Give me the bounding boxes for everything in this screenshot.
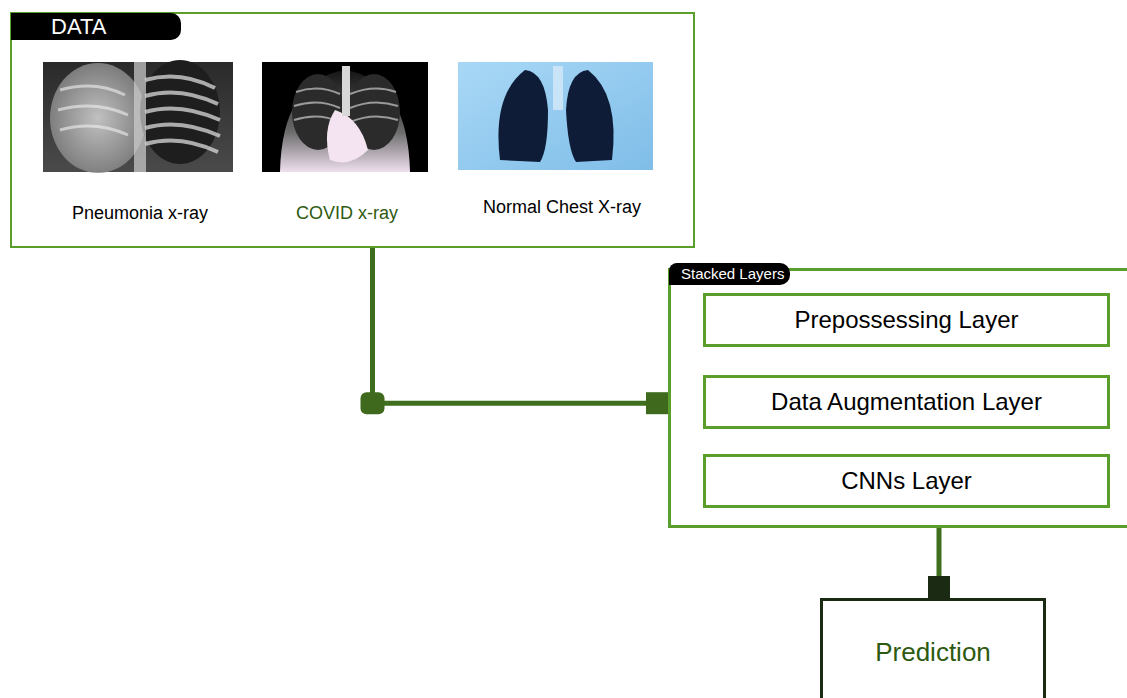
connector-line <box>373 248 669 403</box>
connector <box>928 528 950 598</box>
group-heading: DATA <box>11 13 181 40</box>
stacked-layers-group: Stacked LayersPrepossessing LayerData Au… <box>668 268 1127 528</box>
data-group: DATA Pneumonia x-ray COVID x-ray Normal Che… <box>10 12 695 248</box>
junction-dot <box>361 392 385 414</box>
layer-box: Prepossessing Layer <box>703 293 1110 347</box>
connector-end <box>646 392 668 414</box>
connector-end <box>928 576 950 598</box>
box-label: Prepossessing Layer <box>794 306 1018 334</box>
normal-xray <box>458 62 653 170</box>
group-heading: Stacked Layers <box>669 263 790 285</box>
image-caption: Pneumonia x-ray <box>72 203 208 224</box>
layer-box: CNNs Layer <box>703 454 1110 508</box>
image-caption: Normal Chest X-ray <box>483 197 641 218</box>
covid-xray <box>262 62 428 172</box>
box-label: CNNs Layer <box>841 467 972 495</box>
box-label: Data Augmentation Layer <box>771 388 1042 416</box>
pneumonia-xray <box>43 60 233 173</box>
layer-box: Data Augmentation Layer <box>703 375 1110 429</box>
connector <box>361 248 669 414</box>
image-caption: COVID x-ray <box>296 203 398 224</box>
box-label: Prediction <box>823 637 1043 668</box>
prediction-box: Prediction <box>820 598 1046 698</box>
